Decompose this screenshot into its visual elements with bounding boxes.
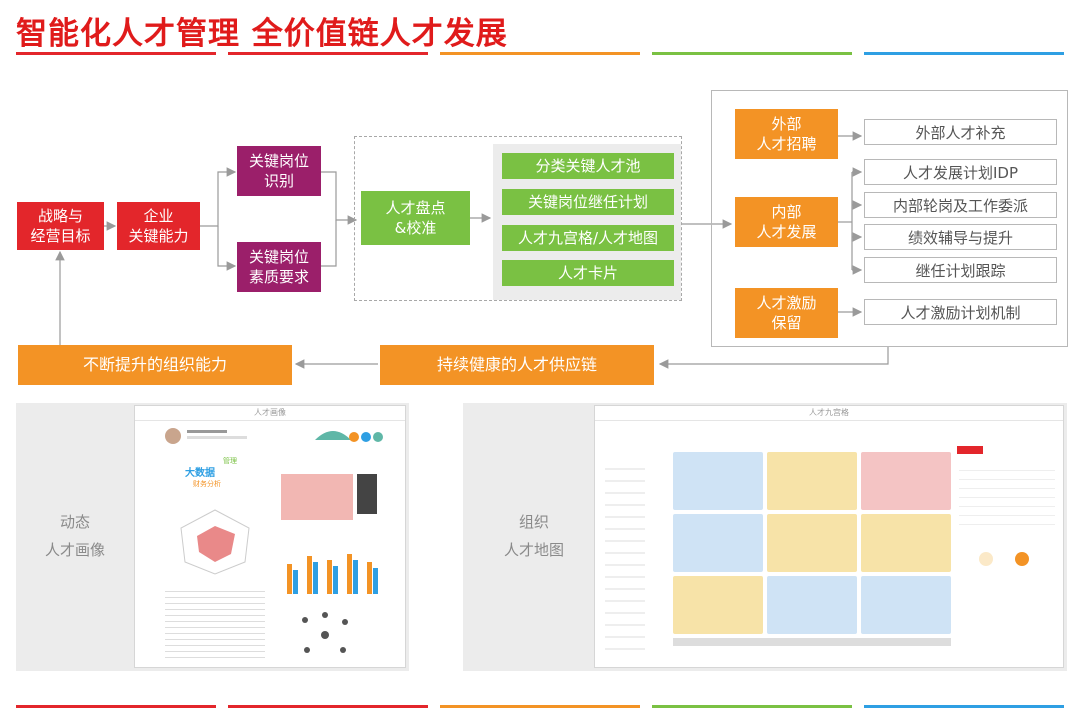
nine-box-filter-list	[959, 462, 1055, 532]
divider-green	[652, 52, 852, 55]
nine-box-window: 人才九宫格	[594, 405, 1064, 668]
review-region	[354, 136, 682, 301]
page-title: 智能化人才管理 全价值链人才发展	[16, 16, 508, 52]
wordcloud-tag-finance: 财务分析	[193, 480, 221, 488]
divider-red-2	[228, 52, 428, 55]
profile-trend-icon	[315, 431, 351, 440]
org-capability-box: 不断提升的组织能力	[18, 345, 292, 385]
profile-info-line	[187, 436, 247, 439]
nine-box-cell-4	[673, 514, 763, 572]
supply-chain-box: 持续健康的人才供应链	[380, 345, 654, 385]
nine-box-cell-6	[861, 514, 951, 572]
key-position-identify-box: 关键岗位 识别	[237, 146, 321, 196]
avatar	[165, 428, 181, 444]
nine-box-window-title: 人才九宫格	[595, 406, 1063, 421]
divider-blue	[864, 52, 1064, 55]
divider-red	[16, 52, 216, 55]
nine-box-cell-7	[673, 576, 763, 634]
score-badge-icon-2	[361, 432, 371, 442]
external-recruit-box: 外部 人才招聘	[735, 109, 838, 159]
nine-box-cell-8	[767, 576, 857, 634]
bottom-divider-red-2	[228, 705, 428, 708]
summary-icon-2	[1015, 552, 1029, 566]
score-badge-icon	[349, 432, 359, 442]
bottom-divider-orange	[440, 705, 640, 708]
employee-list	[605, 458, 645, 658]
radar-chart	[180, 509, 250, 575]
nine-box-cell-2	[767, 452, 857, 510]
action-rotation: 内部轮岗及工作委派	[864, 192, 1057, 218]
bottom-divider-red	[16, 705, 216, 708]
wordcloud-tag-bigdata: 大数据	[185, 468, 215, 479]
action-performance-coaching: 绩效辅导与提升	[864, 224, 1057, 250]
action-idp: 人才发展计划IDP	[864, 159, 1057, 185]
nine-box-footer	[673, 638, 951, 646]
talent-review-box: 人才盘点 &校准	[361, 191, 470, 245]
divider-orange	[440, 52, 640, 55]
output-nine-box: 人才九宫格/人才地图	[502, 225, 674, 251]
wordcloud-tag-management: 管理	[223, 457, 237, 465]
action-incentive-plan: 人才激励计划机制	[864, 299, 1057, 325]
org-talent-map-label: 组织 人才地图	[503, 513, 564, 559]
talent-profile-label: 动态 人才画像	[44, 513, 105, 559]
talent-profile-window-title: 人才画像	[135, 406, 405, 421]
nine-box-action-button[interactable]	[957, 446, 983, 454]
nine-box-cell-3	[861, 452, 951, 510]
matrix-legend	[357, 474, 377, 514]
profile-name-line	[187, 430, 227, 433]
relationship-network	[302, 612, 348, 653]
internal-develop-box: 内部 人才发展	[735, 197, 838, 247]
key-position-quality-box: 关键岗位 素质要求	[237, 242, 321, 292]
action-succession-tracking: 继任计划跟踪	[864, 257, 1057, 283]
key-capability-box: 企业 关键能力	[117, 202, 200, 250]
profile-history-text	[165, 586, 265, 658]
performance-matrix	[281, 474, 353, 520]
strategy-goals-box: 战略与 经营目标	[17, 202, 104, 250]
talent-profile-window: 人才画像 大数据 财务分析 管理	[134, 405, 406, 668]
output-succession-plan: 关键岗位继任计划	[502, 189, 674, 215]
incentive-retain-box: 人才激励 保留	[735, 288, 838, 338]
output-talent-card: 人才卡片	[502, 260, 674, 286]
nine-box-cell-9	[861, 576, 951, 634]
profile-bar-chart	[287, 554, 378, 594]
output-talent-pool: 分类关键人才池	[502, 153, 674, 179]
action-region	[711, 90, 1068, 347]
bottom-divider-blue	[864, 705, 1064, 708]
summary-icon	[979, 552, 993, 566]
nine-box-cell-1	[673, 452, 763, 510]
nine-box-cell-5	[767, 514, 857, 572]
bottom-divider-green	[652, 705, 852, 708]
action-external-supply: 外部人才补充	[864, 119, 1057, 145]
score-badge-icon-3	[373, 432, 383, 442]
